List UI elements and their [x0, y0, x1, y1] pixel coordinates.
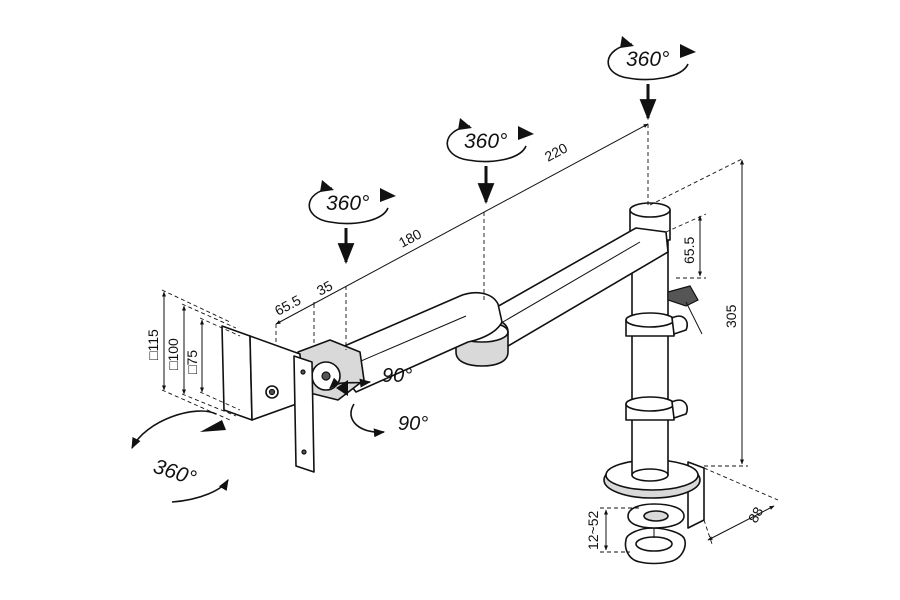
- dim-label-clamp: 12~52: [585, 510, 601, 550]
- dim-label-height: 305: [723, 304, 739, 328]
- tilt-pointer: [336, 380, 348, 396]
- rotation-label-upper: 360°: [464, 130, 507, 153]
- rotation-label-plate: 360°: [150, 455, 198, 490]
- rotation-middle-tip1: [320, 180, 334, 192]
- ext-depth-bottom: [703, 519, 713, 545]
- dimension-lines: [161, 123, 779, 553]
- ext-vesa-top3: [199, 317, 241, 337]
- lever-knob: [667, 285, 699, 307]
- clamp-pad: [643, 510, 669, 522]
- outer-arm-edge: [495, 241, 641, 327]
- tilt-lower-arrow: [350, 403, 386, 438]
- tilt-knob-center: [321, 371, 331, 381]
- pole-collar-lower-top: [625, 396, 675, 412]
- rotation-middle: [308, 180, 396, 265]
- dim-label-vesa-115: □115: [145, 329, 161, 360]
- dim-label-vesa-100: □100: [165, 338, 181, 370]
- pole-collar-upper-top: [625, 312, 675, 328]
- rotation-plate-curve-bottom: [171, 479, 229, 503]
- collar-clip-lower: [671, 399, 688, 419]
- bracket-hole-1: [300, 369, 306, 375]
- dim-label-220: 220: [542, 139, 570, 164]
- rotation-upper: [446, 118, 534, 205]
- depth-dimension-line: [707, 505, 775, 541]
- rotation-label-middle: 360°: [326, 192, 369, 215]
- rotation-top-curve: [607, 43, 689, 81]
- rotation-middle-tip2: [380, 188, 396, 202]
- rotation-top: [607, 36, 696, 121]
- dim-label-offset: 65.5: [681, 237, 697, 264]
- rotation-upper-curve: [446, 125, 527, 163]
- bracket-hole-2: [301, 449, 307, 455]
- rotation-label-top: 360°: [626, 48, 669, 71]
- rotation-upper-tip2: [518, 126, 534, 140]
- pole-bottom: [631, 468, 669, 482]
- ext-vesa-bot3: [199, 391, 241, 411]
- ext-vesa-bot2: [181, 393, 237, 417]
- ext-vesa-top1: [161, 289, 231, 323]
- dim-label-head-b: 35: [314, 277, 335, 299]
- dim-label-head-a: 65.5: [272, 292, 304, 319]
- ext-vesa-bot1: [161, 389, 231, 421]
- collar-clip-upper: [671, 315, 688, 335]
- dim-label-depth: 88: [745, 504, 767, 526]
- ext-pole-top: [649, 157, 745, 206]
- rotation-tilt: [329, 377, 386, 438]
- pole-cap: [629, 202, 671, 218]
- vesa-plate-back: [221, 325, 253, 421]
- rotation-plate: [131, 410, 229, 503]
- ext-depth-top: [703, 467, 779, 501]
- vesa-bracket: [293, 355, 315, 473]
- rotation-plate-curve-top: [131, 410, 217, 450]
- vesa-plate: [200, 325, 315, 473]
- rotation-top-tip1: [620, 36, 634, 48]
- rotation-top-tip2: [680, 44, 696, 58]
- tilt-label-lower: 90°: [398, 413, 428, 435]
- plate-screw-center: [268, 388, 276, 396]
- rotation-upper-tip1: [458, 118, 472, 130]
- plate-arrow: [200, 420, 226, 432]
- tilt-label-upper: 90°: [382, 365, 412, 387]
- arm-dimension-line: [275, 123, 649, 325]
- ext-vesa-top2: [181, 303, 237, 329]
- rotation-middle-curve: [308, 187, 389, 225]
- lever-handle: [685, 301, 703, 335]
- clamp-knob-top: [635, 536, 673, 552]
- dim-label-vesa-75: □75: [184, 350, 200, 374]
